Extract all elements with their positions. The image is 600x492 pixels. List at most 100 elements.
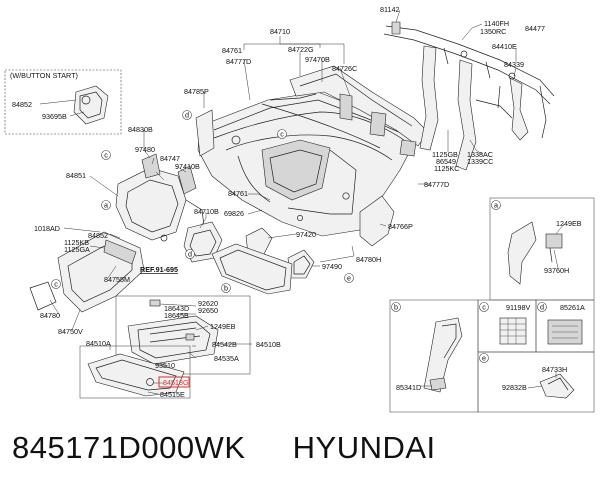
part-label-1125kc: 1125KC — [434, 164, 459, 173]
part-label-97410b: 97410B — [175, 162, 200, 171]
part-label-92620: 92620 — [198, 299, 218, 308]
callout-c-2 — [277, 129, 287, 139]
callout-letter: d — [188, 250, 192, 259]
part-label-84852: 84852 — [88, 231, 108, 240]
part-label-1125kb: 1125KB — [64, 238, 89, 247]
callout-e-2 — [479, 353, 489, 363]
part-label-1339cc: 1339CC — [467, 157, 493, 166]
part-label-85261a: 85261A — [560, 303, 585, 312]
part-label-1249eb-inset: 1249EB — [556, 219, 582, 228]
brand-text: HYUNDAI — [292, 430, 436, 465]
part-label-84785p: 84785P — [184, 87, 209, 96]
callout-letter: c — [54, 280, 58, 289]
part-number-caption: 845171D000WK HYUNDAI — [12, 430, 436, 474]
cowl-cross-bar-drawing — [383, 21, 555, 171]
part-label-97420: 97420 — [296, 230, 316, 239]
part-label-93695b: 93695B — [42, 112, 67, 121]
callout-c-1 — [101, 150, 111, 160]
callout-a-2 — [491, 200, 501, 210]
callout-letter: a — [494, 201, 498, 210]
part-label-84780: 84780 — [40, 311, 60, 320]
part-label-81142: 81142 — [380, 5, 399, 14]
callout-c-3 — [51, 279, 61, 289]
defroster-duct-drawing — [289, 65, 429, 157]
part-label-84710b: 84710B — [194, 207, 219, 216]
part-label-84733h: 84733H — [542, 365, 567, 374]
part-label-84777d: 84777D — [424, 180, 449, 189]
part-label-84477: 84477 — [525, 24, 545, 33]
part-number-text: 845171D000WK — [12, 430, 246, 465]
callout-letter: e — [347, 274, 351, 283]
part-label-84777d: 84777D — [226, 57, 251, 66]
part-label-84542b: 84542B — [212, 340, 237, 349]
callout-d-3 — [537, 302, 547, 312]
part-label-93760h: 93760H — [544, 266, 569, 275]
part-label-84726c: 84726C — [332, 64, 357, 73]
part-label-1125gb: 1125GB — [432, 150, 458, 159]
part-label-1338ac: 1338AC — [467, 150, 493, 159]
callout-letter: c — [280, 130, 284, 139]
part-label-93510: 93510 — [155, 361, 175, 370]
callout-e-1 — [344, 273, 354, 283]
callout-markers — [51, 110, 547, 363]
part-label-1249eb: 1249EB — [210, 322, 236, 331]
part-label-84780h: 84780H — [356, 255, 381, 264]
part-label-1140fh: 1140FH — [484, 19, 509, 28]
part-label-1018ad: 1018AD — [34, 224, 60, 233]
part-label-84851: 84851 — [66, 171, 86, 180]
part-label-1125ga: 1125GA — [64, 245, 90, 254]
part-label-84852: 84852 — [12, 100, 32, 109]
part-label-84535a: 84535A — [214, 354, 239, 363]
callout-c-4 — [479, 302, 489, 312]
glove-box-housing-drawing — [115, 295, 251, 375]
callout-letter: d — [540, 303, 544, 312]
part-label-91198v: 91198V — [506, 303, 530, 312]
callout-letter: c — [482, 303, 486, 312]
part-label-84722g: 84722G — [288, 45, 314, 54]
part-label-84766p: 84766P — [388, 222, 413, 231]
reference-label: REF.91-695 — [140, 265, 178, 274]
callout-letter: b — [224, 284, 228, 293]
part-label-84710: 84710 — [270, 27, 290, 36]
leader-lines — [39, 9, 565, 395]
button-start-inset — [4, 69, 122, 135]
part-label-84510b: 84510B — [256, 340, 281, 349]
inset-frames — [389, 197, 595, 413]
part-labels: 81142 1140FH 1350RC 84477 84410E 84339 8… — [10, 5, 585, 399]
part-label-97470b: 97470B — [305, 55, 330, 64]
part-label-84761: 84761 — [222, 46, 242, 55]
callout-b-2 — [391, 302, 401, 312]
callout-letter: b — [394, 303, 398, 312]
part-label-18645b: 18645B — [164, 311, 189, 320]
callout-letter: a — [104, 201, 108, 210]
cluster-fascia-drawing — [115, 153, 205, 242]
part-label-84755m: 84755M — [104, 275, 130, 284]
part-label-92832b: 92832B — [502, 383, 527, 392]
part-label-84510a: 84510A — [86, 339, 111, 348]
lower-panel-drawing — [211, 243, 293, 295]
label-w-button-start: (W/BUTTON START) — [10, 71, 78, 80]
side-cover-drawing — [359, 195, 395, 247]
part-label-84747: 84747 — [160, 154, 180, 163]
part-label-97480: 97480 — [135, 145, 155, 154]
glove-box-door-drawing — [79, 345, 191, 399]
part-label-69826: 69826 — [224, 209, 244, 218]
side-vent-drawing — [195, 109, 215, 157]
part-label-84515e: 84515E — [160, 390, 185, 399]
callout-letters: d c a c d b c e a b c d e — [54, 111, 544, 363]
part-label-1350rc: 1350RC — [480, 27, 506, 36]
part-label-97490: 97490 — [322, 262, 342, 271]
callout-d-2 — [185, 249, 195, 259]
part-label-18643d: 18643D — [164, 304, 189, 313]
callout-a-1 — [101, 200, 111, 210]
part-label-85341d: 85341D — [396, 383, 421, 392]
part-label-84761: 84761 — [228, 189, 248, 198]
highlighted-part-box — [158, 376, 190, 388]
callout-b-1 — [221, 283, 231, 293]
part-label-86549: 86549 — [436, 157, 456, 166]
part-label-84410e: 84410E — [492, 42, 517, 51]
callout-letter: e — [482, 354, 486, 363]
part-label-84830b: 84830B — [128, 125, 153, 134]
part-label-84339: 84339 — [504, 60, 524, 69]
part-label-92650: 92650 — [198, 306, 218, 315]
